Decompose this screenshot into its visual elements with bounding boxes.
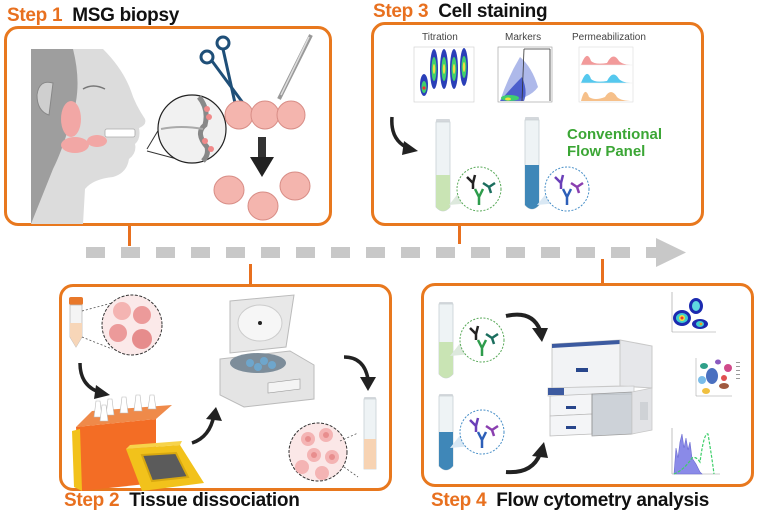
conventional-label: Conventional [567, 126, 663, 143]
test-tube-icon [363, 397, 377, 470]
conventional-flow-panel-label: Conventional Flow Panel [567, 126, 662, 160]
curved-arrow-icon [505, 442, 548, 475]
scissors-icon [199, 35, 245, 104]
centrifuge-icon [219, 294, 315, 408]
step-4-name: Flow cytometry analysis [496, 490, 709, 511]
green-tube-icon [438, 302, 454, 379]
antibody-zoom-icon [449, 166, 502, 212]
tissue-fragments-top [224, 100, 306, 130]
step-4-panel [421, 283, 754, 487]
conical-tube-icon [69, 297, 83, 348]
curved-arrow-icon [78, 362, 110, 399]
blue-tube-icon [438, 394, 454, 471]
step-3-title: Step 3 Cell staining [373, 1, 548, 23]
tissue-zoom-icon [81, 294, 163, 356]
step-1-number: Step 1 [7, 5, 63, 26]
step-3-panel: Titration Markers Permeabilization [371, 22, 704, 226]
antibody-zoom-icon [450, 317, 505, 363]
antibody-zoom-icon [450, 409, 505, 455]
curved-arrow-icon [191, 407, 222, 445]
dissociator-instrument-icon [72, 394, 204, 491]
step-1-panel [4, 26, 332, 226]
curved-arrow-icon [343, 355, 376, 391]
step-1-title: Step 1 MSG biopsy [7, 5, 179, 27]
titration-plot-icon [413, 46, 475, 103]
density-plot-icon [671, 292, 716, 333]
step-2-name: Tissue dissociation [129, 490, 300, 511]
step-2-panel [59, 284, 392, 491]
step-2-number: Step 2 [64, 490, 120, 511]
blue-tube-icon [524, 117, 540, 210]
face-profile-icon [31, 49, 146, 224]
down-arrow-icon [250, 137, 274, 177]
markers-plot-icon [497, 46, 553, 103]
cell-suspension-zoom-icon [288, 422, 359, 482]
step-3-name: Cell staining [438, 1, 548, 22]
curved-arrow-icon [505, 312, 548, 342]
tissue-fragments-bottom [213, 171, 311, 221]
step-2-title: Step 2 Tissue dissociation [64, 490, 300, 512]
histogram-plot-icon [671, 428, 720, 475]
markers-label: Markers [505, 32, 542, 43]
forceps-icon [277, 34, 313, 100]
connector-step2 [249, 264, 252, 286]
curved-arrow-icon [390, 116, 418, 155]
permeabilization-label: Permeabilization [572, 32, 646, 43]
step-1-name: MSG biopsy [72, 5, 180, 26]
permeabilization-histogram-icon [578, 46, 634, 103]
salivary-gland-zoom-icon [146, 94, 227, 164]
flow-cytometer-icon [547, 339, 653, 437]
green-tube-icon [435, 119, 451, 212]
tsne-plot-icon [695, 358, 740, 397]
antibody-zoom-icon [537, 166, 590, 212]
connector-step4 [601, 259, 604, 285]
step-4-number: Step 4 [431, 490, 487, 511]
flow-panel-label: Flow Panel [567, 143, 646, 160]
connector-step1 [128, 226, 131, 246]
connector-step3 [458, 224, 461, 244]
step-3-number: Step 3 [373, 1, 429, 22]
titration-label: Titration [422, 32, 458, 43]
step-4-title: Step 4 Flow cytometry analysis [431, 490, 709, 512]
